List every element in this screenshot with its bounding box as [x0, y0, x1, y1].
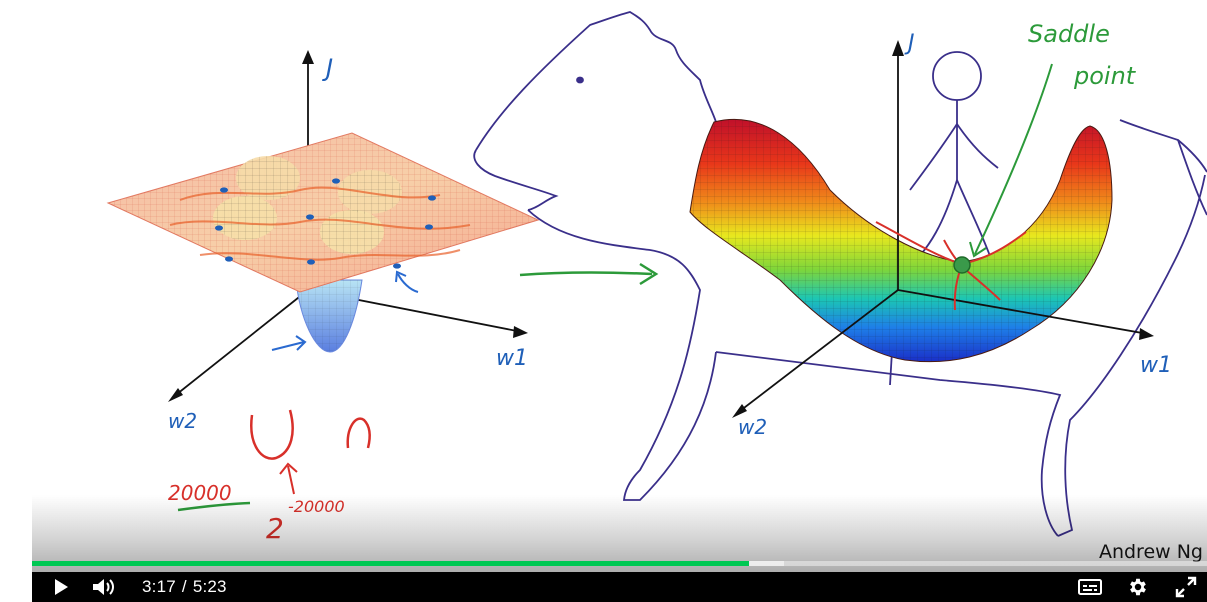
saddle-point-marker — [953, 256, 971, 274]
time-separator: / — [181, 577, 187, 596]
progress-bar[interactable] — [32, 561, 1207, 566]
saddle-label-line1: Saddle — [1028, 20, 1110, 48]
left-w2-label: w2 — [168, 409, 197, 433]
play-button[interactable] — [46, 572, 76, 602]
right-w2-label: w2 — [738, 415, 767, 439]
note-power-base: 2 — [266, 512, 284, 545]
saddle-label-line2: point — [1073, 62, 1137, 90]
transition-arrow — [519, 271, 653, 277]
right-w2-axis — [735, 289, 899, 415]
volume-button[interactable] — [88, 572, 122, 602]
right-w1-axis — [897, 289, 1149, 335]
fullscreen-button[interactable] — [1169, 572, 1203, 602]
captions-button[interactable] — [1073, 572, 1107, 602]
left-plot: J w1 w2 20000 2 -20000 — [106, 50, 540, 545]
watermark: Andrew Ng — [1098, 541, 1203, 563]
concave-sketch — [346, 417, 371, 449]
time-display: 3:17 / 5:23 — [142, 577, 227, 597]
progress-played — [32, 561, 749, 566]
gear-icon — [1130, 578, 1146, 596]
captions-icon — [1078, 579, 1102, 595]
note-power-exp: -20000 — [288, 497, 345, 516]
horse-sketch — [473, 11, 1207, 537]
critical-points — [215, 178, 436, 269]
left-w2-axis — [171, 289, 309, 399]
right-w1-label: w1 — [1140, 353, 1172, 378]
duration: 5:23 — [192, 577, 227, 596]
right-plot: J w1 w2 Saddle point — [689, 20, 1172, 439]
saddle-point-pointer — [974, 63, 1053, 255]
current-time: 3:17 — [142, 577, 176, 596]
convex-sketch — [250, 409, 294, 460]
left-w1-label: w1 — [496, 346, 528, 371]
settings-button[interactable] — [1121, 572, 1155, 602]
right-j-label: J — [904, 31, 915, 56]
left-j-label: J — [322, 54, 333, 82]
note-number: 20000 — [168, 481, 232, 505]
fullscreen-icon — [1175, 576, 1197, 598]
control-bar: 3:17 / 5:23 — [32, 572, 1207, 602]
play-icon — [55, 579, 68, 595]
surface-bumps — [213, 156, 402, 254]
volume-icon — [93, 579, 114, 595]
